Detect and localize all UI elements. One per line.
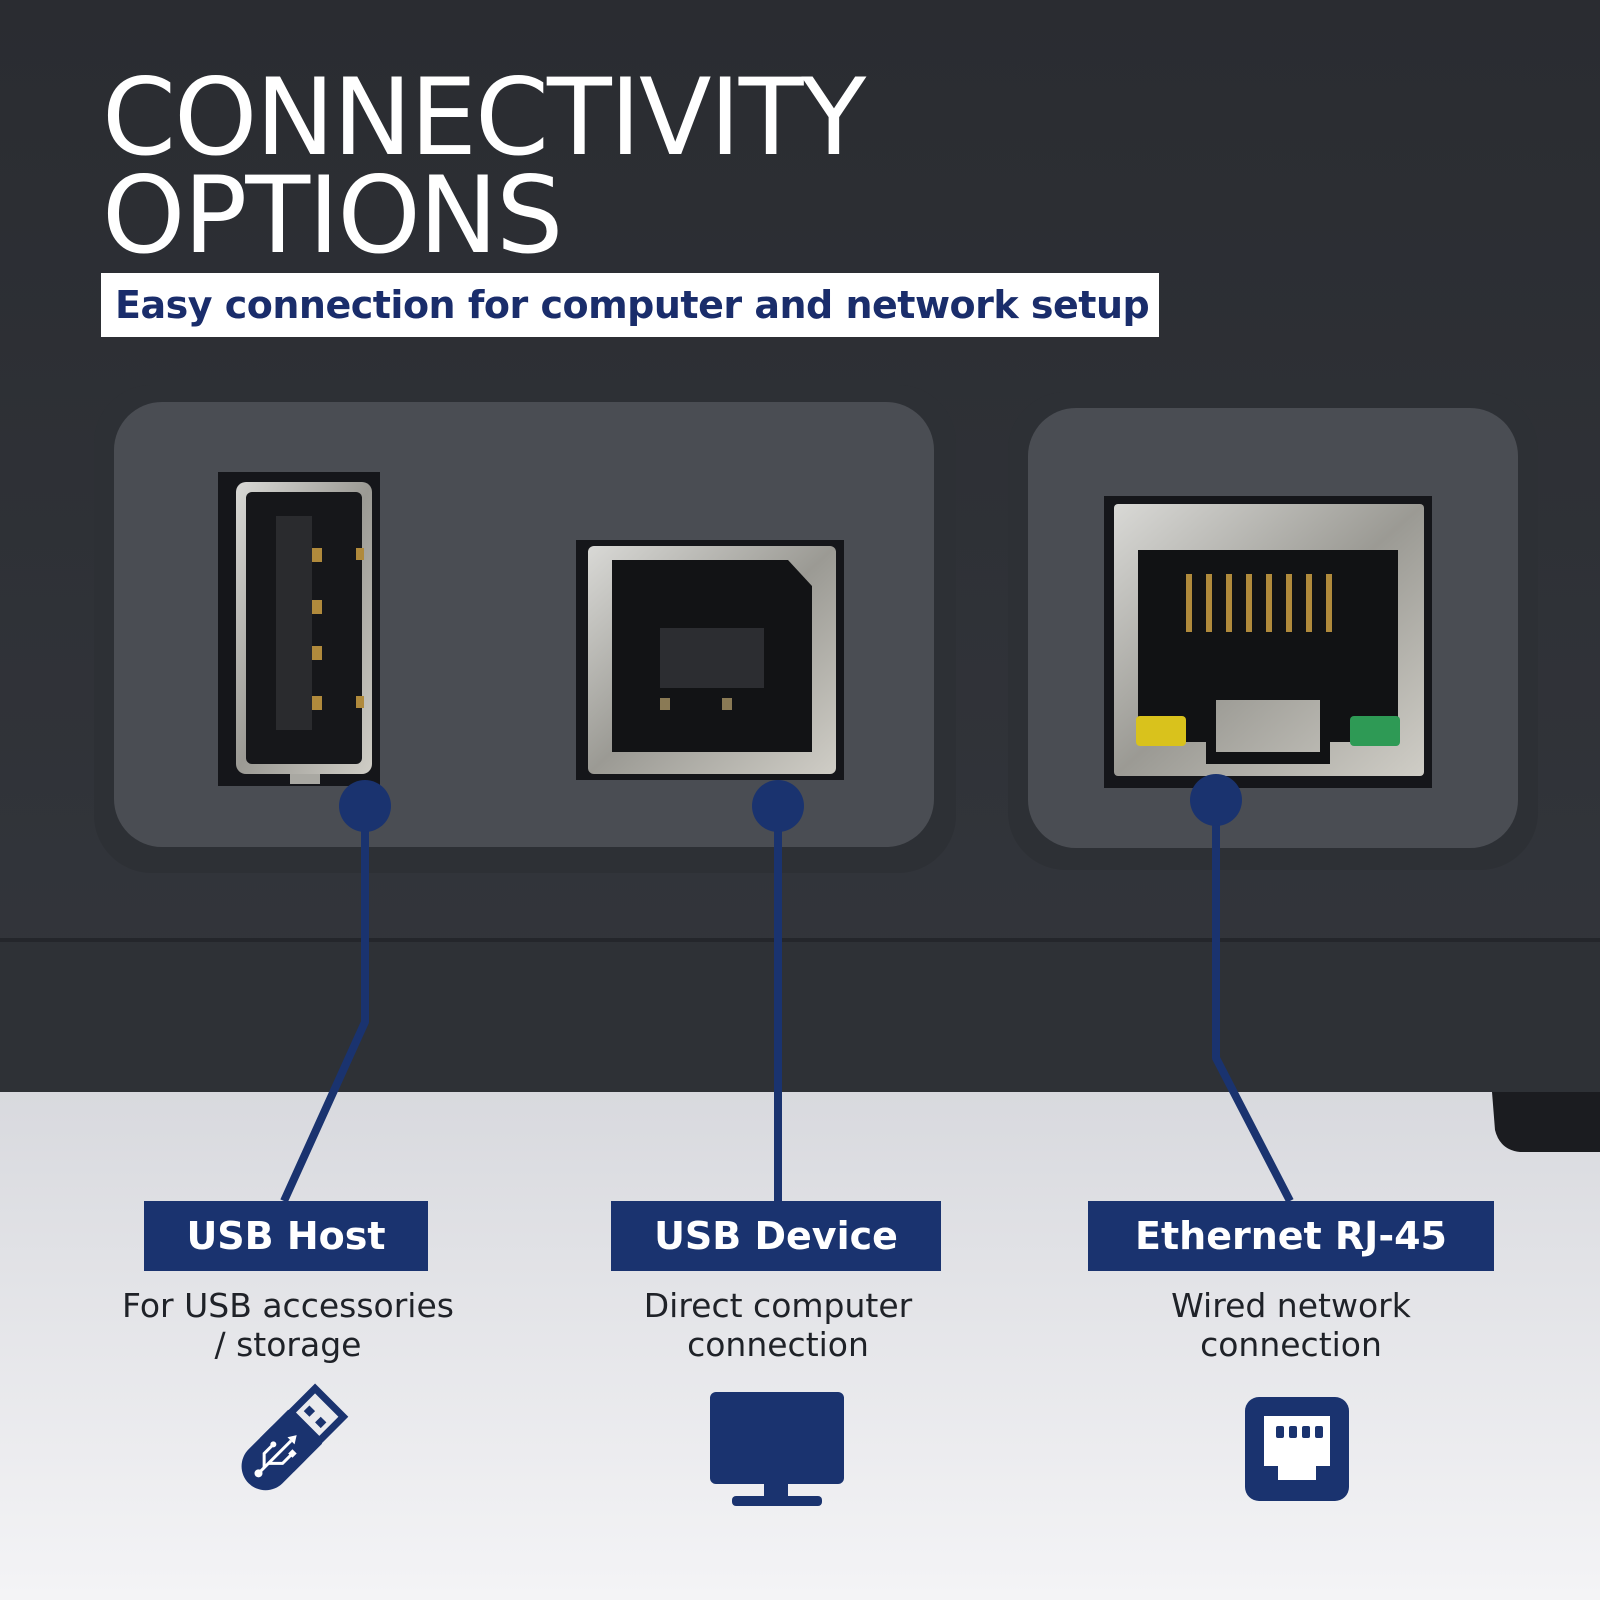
description-line: connection [687,1325,869,1364]
page-title-line-1: CONNECTIVITY [102,56,866,179]
led-yellow [1136,716,1186,746]
subtitle-text: Easy connection for computer and network… [115,283,1150,327]
led-green [1350,716,1400,746]
label-usb-host: USB Host [144,1201,428,1271]
body-base [0,942,1600,1092]
usb-flash-drive-icon [241,1383,349,1491]
usb-a-port [218,472,380,786]
description-line: For USB accessories [122,1286,454,1325]
description-usb-device: Direct computer connection [568,1286,988,1364]
description-line: Wired network [1171,1286,1411,1325]
description-line: connection [1200,1325,1382,1364]
callout-dot-ethernet [1190,774,1242,826]
usb-b-port [576,540,844,780]
callout-line-usb-host [280,806,369,1203]
device-foot [1492,1092,1600,1152]
description-line: Direct computer [643,1286,913,1325]
subtitle-banner: Easy connection for computer and network… [101,273,1159,337]
label-ethernet: Ethernet RJ-45 [1088,1201,1494,1271]
rj45-port [1104,496,1432,788]
description-usb-host: For USB accessories / storage [78,1286,498,1364]
callout-dot-usb-device [752,780,804,832]
computer-monitor-icon [710,1392,844,1506]
callout-lines [280,800,1294,1203]
callout-dot-usb-host [339,780,391,832]
callout-line-ethernet [1212,800,1294,1203]
body-seam [0,938,1600,942]
light-background [0,1090,1600,1600]
label-usb-device: USB Device [611,1201,941,1271]
description-ethernet: Wired network connection [1081,1286,1501,1364]
description-line: / storage [214,1325,362,1364]
ethernet-port-icon [1245,1397,1349,1501]
page-title-line-2: OPTIONS [102,154,563,277]
